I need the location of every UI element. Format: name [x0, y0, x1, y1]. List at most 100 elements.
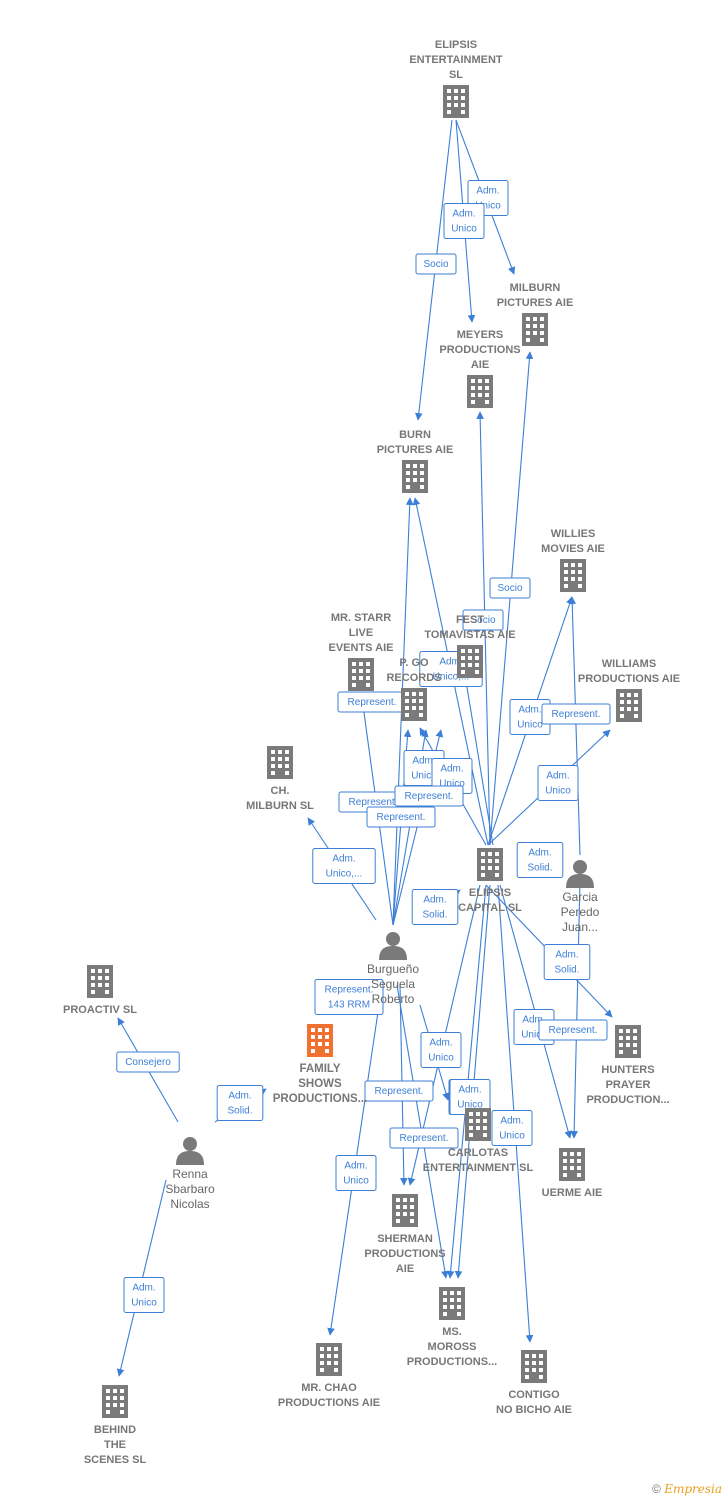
- edge-label-21[interactable]: Adm.Unico: [420, 1032, 462, 1068]
- node-label: THE: [104, 1439, 126, 1451]
- edge-label-text: Solid.: [554, 965, 579, 976]
- edge-label-text: Solid.: [422, 910, 447, 921]
- edge-label-26[interactable]: Represent.: [364, 1080, 434, 1102]
- edge-label-text: Adm.: [518, 705, 541, 716]
- building-icon: [559, 1148, 585, 1181]
- node-label: SHOWS: [298, 1078, 342, 1090]
- edge-label-7[interactable]: Represent.: [337, 691, 407, 713]
- edge-label-11[interactable]: Adm.Unico: [537, 765, 579, 801]
- building-icon: [615, 1025, 641, 1058]
- node-label: UERME AIE: [542, 1187, 603, 1199]
- node-family[interactable]: FAMILYSHOWSPRODUCTIONS...: [273, 1024, 368, 1105]
- node-behind[interactable]: BEHIND THE SCENES SL: [84, 1385, 147, 1466]
- edge-label-31[interactable]: Adm.Unico: [449, 1079, 491, 1115]
- node-label: SCENES SL: [84, 1454, 147, 1466]
- node-uerme[interactable]: UERME AIE: [542, 1148, 603, 1199]
- edge-label-6[interactable]: Adm. Unico: [509, 699, 551, 735]
- building-icon: [467, 375, 493, 408]
- edge-label-28[interactable]: Represent.: [389, 1127, 459, 1149]
- edge-label-22[interactable]: Represent.: [538, 1019, 608, 1041]
- node-label: WILLIAMS: [602, 658, 656, 670]
- edge-8: [459, 656, 494, 846]
- node-label: TOMAVISTAS AIE: [424, 629, 515, 641]
- edge-label-text: Unico: [521, 1030, 547, 1041]
- edge-label-1[interactable]: Adm.Unico: [443, 203, 485, 239]
- node-label: SHERMAN: [377, 1233, 433, 1245]
- node-garcia[interactable]: GarciaPeredoJuan...: [561, 860, 600, 934]
- building-icon: [616, 689, 642, 722]
- edge-label-17[interactable]: Adm.Solid.: [411, 889, 459, 925]
- edge-label-8[interactable]: Represent.: [541, 703, 611, 725]
- building-icon: [267, 746, 293, 779]
- edge-label-13[interactable]: Represent.: [394, 785, 464, 807]
- node-label: PRODUCTIONS: [364, 1248, 445, 1260]
- edge-label-text: Unico: [475, 201, 501, 212]
- building-icon: [560, 559, 586, 592]
- edge-label-18[interactable]: Adm. Solid.: [543, 944, 591, 980]
- node-proactiv[interactable]: PROACTIV SL: [63, 965, 137, 1016]
- edge-label-text: Represent.: [348, 697, 397, 708]
- brand-name: Empresia: [664, 1482, 722, 1496]
- edge-label-23[interactable]: Consejero: [116, 1051, 180, 1073]
- edge-label-text: Adm.: [344, 1161, 367, 1172]
- node-sherman[interactable]: SHERMAN PRODUCTIONS AIE: [364, 1194, 446, 1275]
- edge-label-text: Unico: [517, 720, 543, 731]
- footer-brand[interactable]: © Empresia: [652, 1482, 722, 1496]
- edge-label-text: Adm.: [555, 950, 578, 961]
- edge-label-10[interactable]: Adm.Unico: [431, 758, 473, 794]
- edge-label-text: Represent.: [377, 812, 426, 823]
- edge-label-27[interactable]: Adm.Unico: [491, 1110, 533, 1146]
- node-williams[interactable]: WILLIAMS PRODUCTIONS AIE: [578, 658, 680, 722]
- edge-label-30[interactable]: Adm.Unico: [123, 1277, 165, 1313]
- edge-label-text: Unico: [545, 786, 571, 797]
- edge-label-16[interactable]: Adm.Unico,...: [312, 848, 376, 884]
- node-label: PROACTIV SL: [63, 1004, 137, 1016]
- edge-label-text: Represent.: [552, 709, 601, 720]
- building-icon: [522, 313, 548, 346]
- edge-label-text: Unico,...: [326, 869, 363, 880]
- node-label: LIVE: [349, 627, 373, 639]
- node-label: AIE: [396, 1263, 414, 1275]
- edge-label-text: 143 RRM: [328, 1000, 370, 1011]
- edge-label-4[interactable]: Socio: [462, 609, 504, 631]
- edge-label-text: Unico: [428, 1053, 454, 1064]
- building-icon: [521, 1350, 547, 1383]
- edge-label-14[interactable]: Represent.: [366, 806, 436, 828]
- node-ch-milburn[interactable]: CH.MILBURN SL: [246, 746, 314, 812]
- edge-label-29[interactable]: Adm.Unico: [335, 1155, 377, 1191]
- edge-label-text: Unico: [499, 1131, 525, 1142]
- edge-label-text: Represent.: [549, 1025, 598, 1036]
- node-label: PRODUCTIONS AIE: [578, 673, 680, 685]
- edge-label-3[interactable]: Socio: [489, 577, 531, 599]
- node-label: EVENTS AIE: [329, 642, 394, 654]
- edge-label-20[interactable]: Represent.143 RRM: [314, 979, 384, 1015]
- node-label: BEHIND: [94, 1424, 136, 1436]
- edge-label-text: Represent.: [375, 1086, 424, 1097]
- edge-label-24[interactable]: Adm.Solid.: [216, 1085, 264, 1121]
- person-icon: [379, 932, 407, 960]
- node-label: Peredo: [561, 905, 600, 919]
- edge-label-2[interactable]: Socio: [415, 253, 457, 275]
- node-label: Seguela: [371, 977, 415, 991]
- edge-label-text: Adm.: [452, 209, 475, 220]
- building-icon: [348, 658, 374, 691]
- node-hunters[interactable]: HUNTERSPRAYERPRODUCTION...: [586, 1025, 670, 1106]
- edge-label-15[interactable]: Adm.Solid.: [516, 842, 564, 878]
- person-icon: [566, 860, 594, 888]
- edge-label-text: Solid.: [527, 863, 552, 874]
- node-ms-moross[interactable]: MS.MOROSSPRODUCTIONS...: [407, 1287, 497, 1368]
